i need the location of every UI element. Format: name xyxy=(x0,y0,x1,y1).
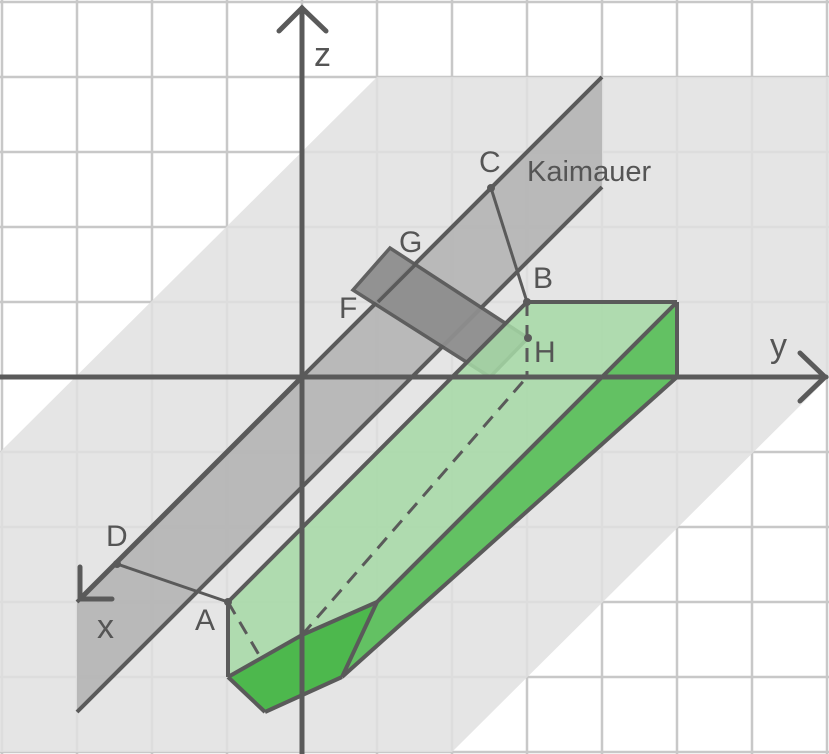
quay-wall xyxy=(77,77,602,712)
point-a-dot xyxy=(224,598,232,606)
coordinate-axes xyxy=(0,4,829,754)
point-g-label: G xyxy=(399,226,422,259)
y-axis-label: y xyxy=(770,327,787,365)
point-c-label: C xyxy=(479,146,501,179)
point-h-label: H xyxy=(534,336,556,369)
z-axis-label: z xyxy=(314,36,331,74)
point-d-dot xyxy=(113,560,121,568)
point-c-dot xyxy=(487,184,495,192)
quay-wall-bottom-edge xyxy=(75,185,604,714)
x-axis-arrow xyxy=(77,564,115,602)
point-markers xyxy=(113,184,532,606)
point-d-label: D xyxy=(106,520,128,553)
ship-side xyxy=(342,302,677,677)
point-b-dot xyxy=(523,298,531,306)
point-a-label: A xyxy=(195,604,215,637)
z-axis-arrow xyxy=(276,4,329,34)
mooring-line-cb xyxy=(489,187,529,303)
point-b-label: B xyxy=(533,262,553,295)
y-axis-arrow xyxy=(797,350,829,404)
mooring-line-da xyxy=(116,562,229,604)
gangway-edge-fg xyxy=(376,263,417,304)
hidden-edge-keel xyxy=(300,376,529,636)
point-f-label: F xyxy=(339,292,357,325)
x-axis-label: x xyxy=(97,608,114,646)
quay-wall-label: Kaimauer xyxy=(527,156,651,188)
point-h-dot xyxy=(524,334,532,342)
ship-deck xyxy=(228,302,677,677)
hidden-edge-bow xyxy=(226,601,264,661)
ship xyxy=(226,300,679,714)
